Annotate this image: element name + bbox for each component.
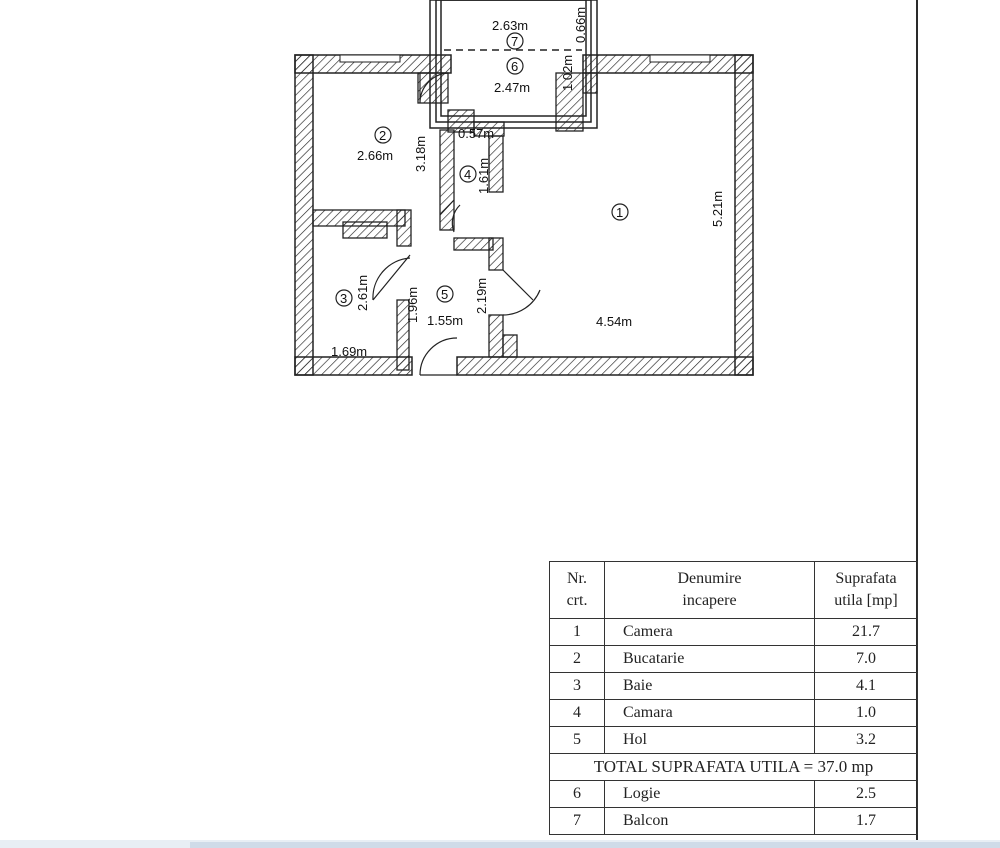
- door-swings: [372, 72, 541, 376]
- bucatarie-depth-label: 3.18m: [413, 136, 428, 172]
- room-number-1: 1: [616, 205, 623, 220]
- floor-plan: 2.63m 0.66m 2.47m 1.02m 2.66m 3.18m 0.57…: [294, 0, 754, 376]
- hol-depth-label: 1.96m: [405, 287, 420, 323]
- hol-width-label: 1.55m: [427, 313, 463, 328]
- exterior-walls: [294, 54, 754, 376]
- bucatarie-width-label: 2.66m: [357, 148, 393, 163]
- cell-nr: 4: [549, 699, 605, 727]
- table-row: 2 Bucatarie 7.0: [549, 645, 918, 673]
- camera-depth-label: 5.21m: [710, 191, 725, 227]
- table-row: 7 Balcon 1.7: [549, 807, 918, 835]
- cell-area: 3.2: [814, 726, 918, 754]
- cell-name: Balcon: [604, 807, 815, 835]
- cell-name: Logie: [604, 780, 815, 808]
- cell-area: 2.5: [814, 780, 918, 808]
- windows: [339, 54, 711, 63]
- cell-area: 1.7: [814, 807, 918, 835]
- cell-nr: 3: [549, 672, 605, 700]
- cell-name: Hol: [604, 726, 815, 754]
- cell-area: 1.0: [814, 699, 918, 727]
- total-row: TOTAL SUPRAFATA UTILA = 37.0 mp: [549, 753, 918, 781]
- table-row: 1 Camera 21.7: [549, 618, 918, 646]
- page-border-line: [916, 0, 918, 848]
- logie-width-label: 2.47m: [494, 80, 530, 95]
- room-number-4: 4: [464, 167, 471, 182]
- balcon-depth-label: 0.66m: [573, 7, 588, 43]
- logie-depth-label: 1.02m: [560, 55, 575, 91]
- room-number-6: 6: [511, 59, 518, 74]
- baie-width-label: 1.69m: [331, 344, 367, 359]
- balcon-width-label: 2.63m: [492, 18, 528, 33]
- room-number-3: 3: [340, 291, 347, 306]
- cell-nr: 1: [549, 618, 605, 646]
- table-row: 3 Baie 4.1: [549, 672, 918, 700]
- cell-name: Bucatarie: [604, 645, 815, 673]
- cell-name: Camara: [604, 699, 815, 727]
- baie-depth-label: 2.61m: [355, 275, 370, 311]
- cell-area: 7.0: [814, 645, 918, 673]
- camara-depth-label: 1.61m: [476, 158, 491, 194]
- cell-nr: 2: [549, 645, 605, 673]
- hol-depth2-label: 2.19m: [474, 278, 489, 314]
- cell-name: Baie: [604, 672, 815, 700]
- camera-width-label: 4.54m: [596, 314, 632, 329]
- room-number-5: 5: [441, 287, 448, 302]
- cell-nr: 7: [549, 807, 605, 835]
- cell-area: 4.1: [814, 672, 918, 700]
- room-number-7: 7: [511, 34, 518, 49]
- bottom-band-accent: [190, 842, 1000, 848]
- total-cell: TOTAL SUPRAFATA UTILA = 37.0 mp: [549, 753, 918, 781]
- cell-name: Camera: [604, 618, 815, 646]
- room-number-2: 2: [379, 128, 386, 143]
- room-number-markers: [335, 32, 629, 307]
- cell-area: 21.7: [814, 618, 918, 646]
- interior-walls: [312, 72, 598, 371]
- table-row: 5 Hol 3.2: [549, 726, 918, 754]
- cell-nr: 5: [549, 726, 605, 754]
- cell-nr: 6: [549, 780, 605, 808]
- table-row: 6 Logie 2.5: [549, 780, 918, 808]
- table-row: 4 Camara 1.0: [549, 699, 918, 727]
- camara-width-label: 0.57m: [458, 126, 494, 141]
- header-nr: Nr.crt.: [549, 561, 605, 619]
